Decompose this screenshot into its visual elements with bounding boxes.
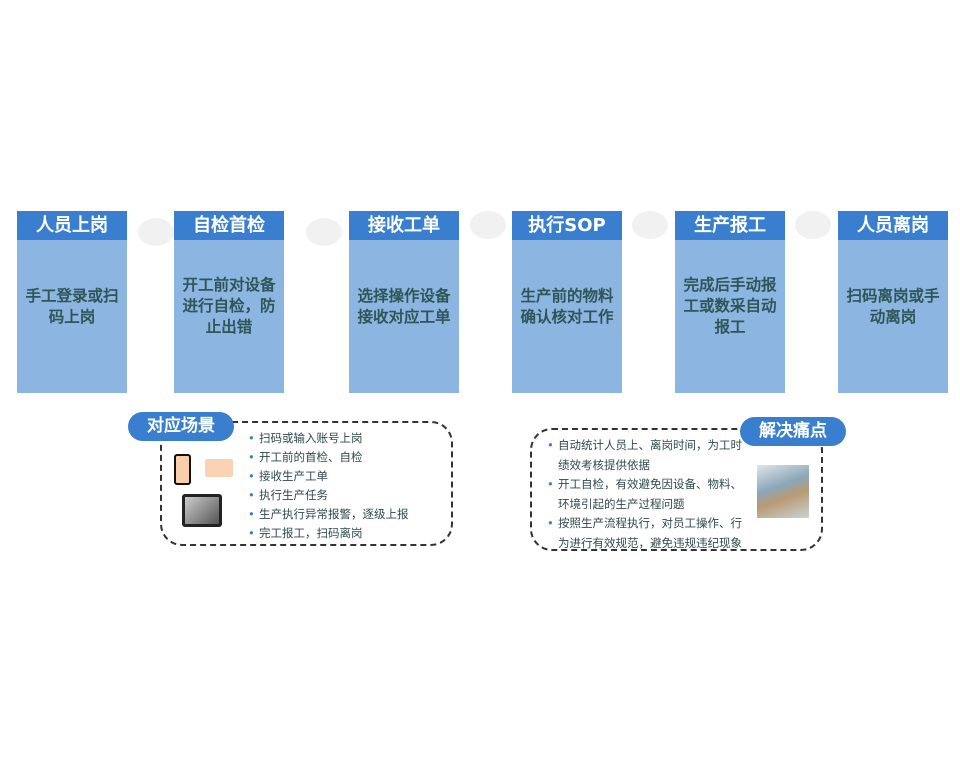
connector-dot bbox=[795, 211, 831, 239]
connector-dot bbox=[470, 211, 506, 239]
list-item: 生产执行异常报警，逐级上报 bbox=[248, 505, 409, 524]
step-desc: 完成后手动报工或数采自动报工 bbox=[675, 240, 785, 393]
list-item: 执行生产任务 bbox=[248, 486, 409, 505]
step-3: 接收工单选择操作设备接收对应工单 bbox=[349, 211, 459, 393]
factory-photo bbox=[757, 465, 809, 518]
painpoints-label: 解决痛点 bbox=[740, 417, 846, 446]
tablet-image bbox=[182, 494, 222, 527]
list-item: 接收生产工单 bbox=[248, 467, 409, 486]
step-desc: 选择操作设备接收对应工单 bbox=[349, 240, 459, 393]
connector-dot bbox=[632, 211, 668, 239]
step-desc: 生产前的物料确认核对工作 bbox=[512, 240, 622, 393]
step-6: 人员离岗扫码离岗或手动离岗 bbox=[838, 211, 948, 393]
step-5: 生产报工完成后手动报工或数采自动报工 bbox=[675, 211, 785, 393]
step-desc: 手工登录或扫码上岗 bbox=[17, 240, 127, 393]
scenarios-box bbox=[160, 421, 453, 546]
step-title: 人员离岗 bbox=[838, 211, 948, 240]
list-item: 按照生产流程执行，对员工操作、行为进行有效规范，避免违规违纪现象 bbox=[547, 514, 752, 553]
step-1: 人员上岗手工登录或扫码上岗 bbox=[17, 211, 127, 393]
step-2: 自检首检开工前对设备进行自检，防止出错 bbox=[174, 211, 284, 393]
monitor-icon bbox=[205, 459, 233, 477]
painpoints-list: 自动统计人员上、离岗时间，为工时绩效考核提供依据 开工自检，有效避免因设备、物料… bbox=[547, 436, 752, 553]
connector-dot bbox=[138, 218, 174, 246]
list-item: 完工报工，扫码离岗 bbox=[248, 524, 409, 543]
step-title: 执行SOP bbox=[512, 211, 622, 240]
list-item: 自动统计人员上、离岗时间，为工时绩效考核提供依据 bbox=[547, 436, 752, 475]
scenarios-list: 扫码或输入账号上岗 开工前的首检、自检 接收生产工单 执行生产任务 生产执行异常… bbox=[248, 429, 409, 543]
step-title: 自检首检 bbox=[174, 211, 284, 240]
step-title: 生产报工 bbox=[675, 211, 785, 240]
step-desc: 开工前对设备进行自检，防止出错 bbox=[174, 240, 284, 393]
phone-icon bbox=[174, 454, 191, 485]
step-desc: 扫码离岗或手动离岗 bbox=[838, 240, 948, 393]
list-item: 开工前的首检、自检 bbox=[248, 448, 409, 467]
connector-dot bbox=[306, 218, 342, 246]
list-item: 开工自检，有效避免因设备、物料、环境引起的生产过程问题 bbox=[547, 475, 752, 514]
scenarios-label: 对应场景 bbox=[128, 412, 234, 441]
step-title: 人员上岗 bbox=[17, 211, 127, 240]
step-title: 接收工单 bbox=[349, 211, 459, 240]
list-item: 扫码或输入账号上岗 bbox=[248, 429, 409, 448]
